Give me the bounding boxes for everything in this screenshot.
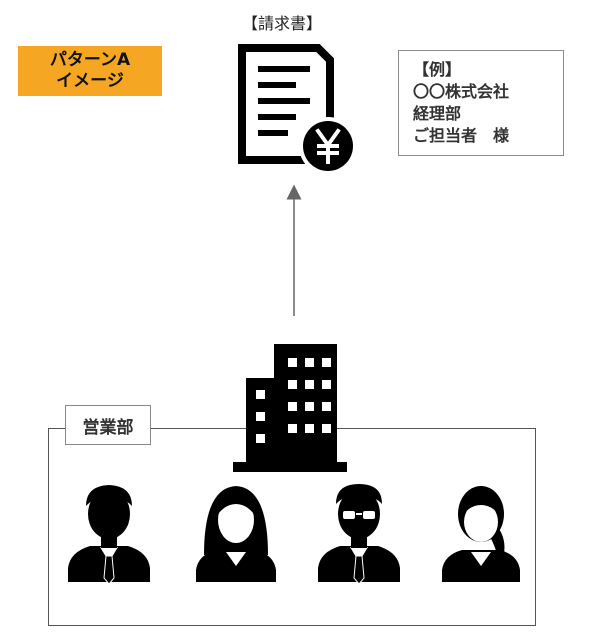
woman-ponytail-icon — [442, 486, 520, 582]
example-company: 〇〇株式会社 — [413, 82, 510, 101]
pattern-badge-line2: イメージ — [56, 71, 124, 91]
office-building-icon — [233, 344, 347, 472]
woman-long-hair-icon — [196, 486, 276, 582]
example-department: 経理部 — [413, 104, 462, 123]
man-with-tie-icon — [68, 485, 150, 585]
pattern-badge-line1: パターンA — [49, 50, 131, 70]
man-with-glasses-icon — [318, 484, 400, 585]
pattern-badge: パターンA イメージ — [18, 46, 162, 96]
example-label: 【例】 — [413, 60, 462, 79]
invoice-title: 【請求書】 — [242, 14, 323, 33]
recipient-example-box: 【例】 〇〇株式会社 経理部 ご担当者 様 — [398, 50, 564, 156]
department-label: 営業部 — [65, 405, 151, 445]
invoice-document-yen-icon — [238, 44, 357, 175]
example-person: ご担当者 様 — [413, 126, 510, 145]
